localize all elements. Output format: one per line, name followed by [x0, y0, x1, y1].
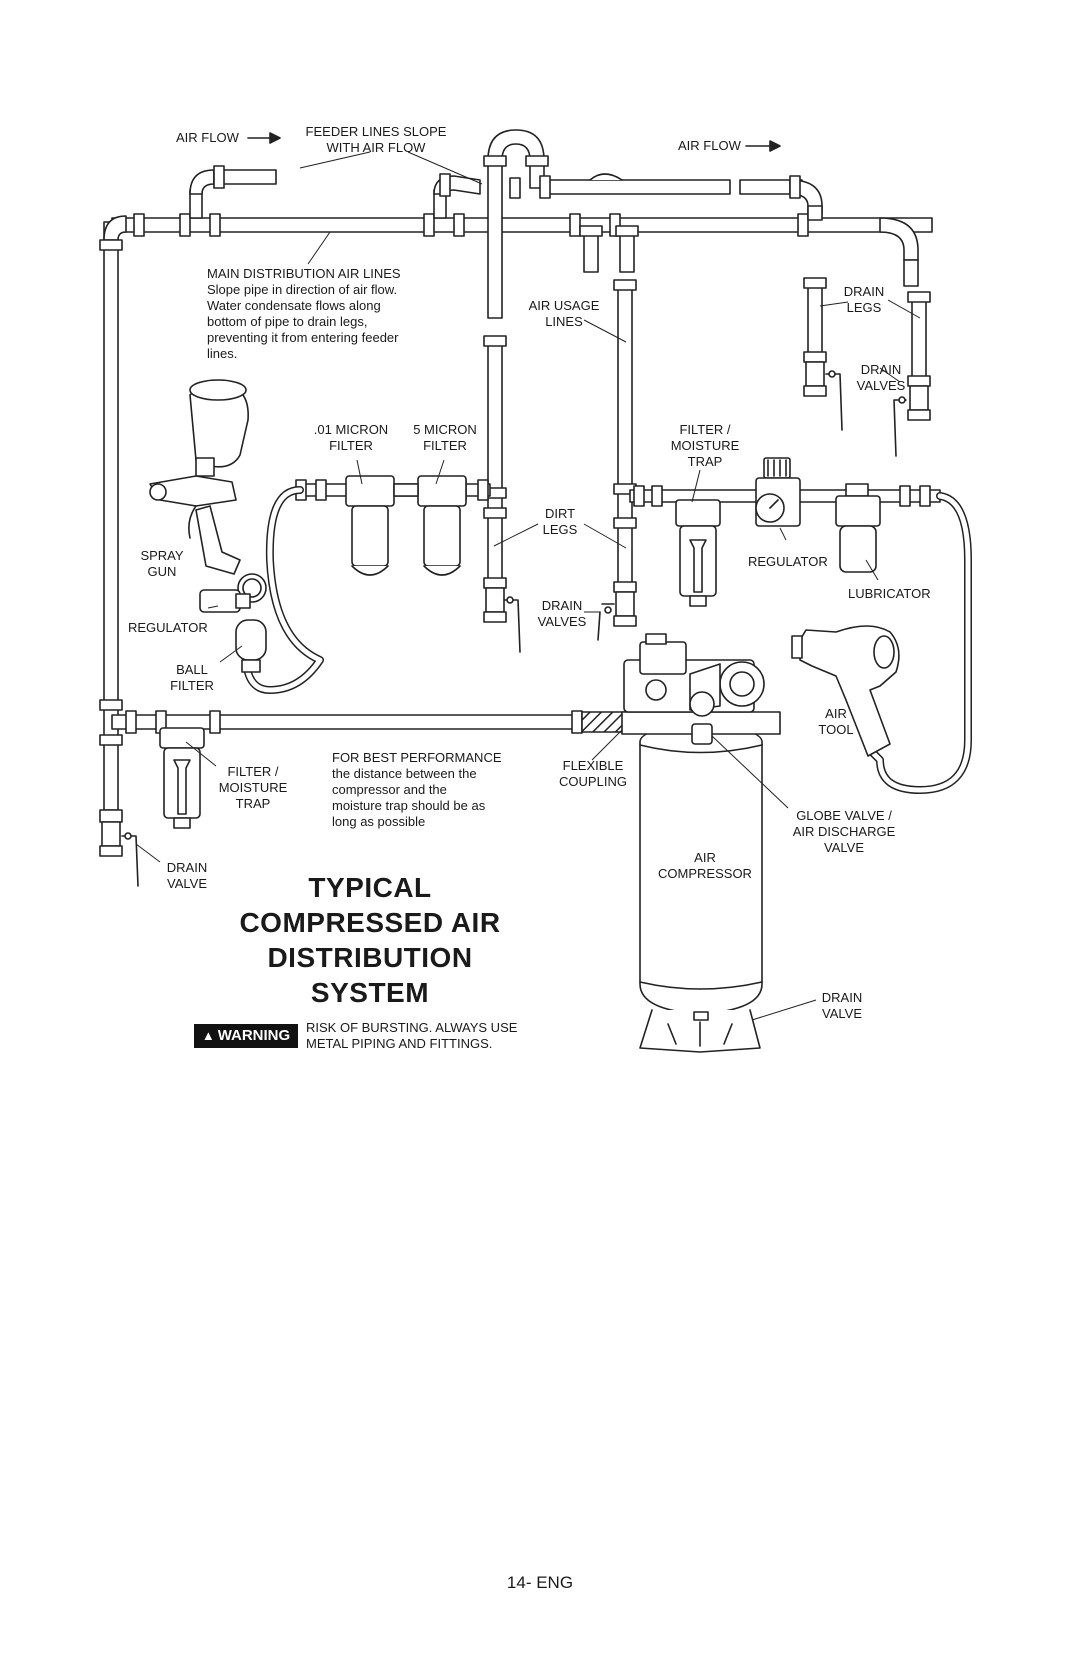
label-regulator-left: REGULATOR	[128, 620, 208, 635]
label-drain-valves-upper-right: DRAIN VALVES	[856, 362, 906, 393]
page-number: 14- ENG	[506, 1573, 574, 1592]
label-drain-legs: DRAIN LEGS	[843, 284, 885, 315]
diagram-title: TYPICAL COMPRESSED AIR DISTRIBUTION SYST…	[200, 870, 540, 1010]
label-air-compressor: AIR COMPRESSOR	[658, 850, 752, 881]
warning-badge-label: WARNING	[217, 1027, 291, 1044]
spray-regulator	[200, 574, 266, 672]
air-usage-lines	[484, 226, 638, 652]
air-flow-arrows	[248, 133, 780, 151]
label-spray-gun: SPRAY GUN	[140, 548, 184, 579]
label-air-tool: AIR TOOL	[818, 706, 854, 737]
label-drain-valve-tank: DRAIN VALVE	[821, 990, 863, 1021]
label-main-distribution: MAIN DISTRIBUTION AIR LINES Slope pipe i…	[207, 266, 401, 361]
label-feeder-lines: FEEDER LINES SLOPE WITH AIR FLOW	[305, 124, 447, 155]
warning-triangle-icon: ▲	[201, 1028, 215, 1043]
label-air-flow-right: AIR FLOW	[678, 138, 741, 153]
feeder-lines	[190, 130, 822, 318]
label-air-flow-left: AIR FLOW	[176, 130, 239, 145]
label-globe-valve: GLOBE VALVE / AIR DISCHARGE VALVE	[792, 808, 896, 855]
left-moisture-trap	[122, 728, 204, 886]
label-ball-filter: BALL FILTER	[170, 662, 214, 693]
label-filter-moisture-trap-right: FILTER / MOISTURE TRAP	[670, 422, 740, 469]
leader-lines	[136, 152, 920, 1020]
label-air-usage-lines: AIR USAGE LINES	[528, 298, 600, 329]
right-branch	[630, 458, 940, 606]
label-01-micron-filter: .01 MICRON FILTER	[313, 422, 389, 453]
title-line-1: TYPICAL	[308, 872, 432, 903]
label-dirt-legs: DIRT LEGS	[542, 506, 578, 537]
drain-legs	[804, 278, 930, 456]
micron-filters	[296, 476, 490, 575]
spray-gun	[150, 380, 248, 574]
label-5-micron-filter: 5 MICRON FILTER	[413, 422, 477, 453]
label-drain-valve-left: DRAIN VALVE	[166, 860, 208, 891]
label-filter-moisture-trap-left: FILTER / MOISTURE TRAP	[218, 764, 288, 811]
air-tool	[792, 626, 899, 756]
air-compressor	[622, 634, 780, 1052]
title-line-3: DISTRIBUTION	[267, 942, 473, 973]
label-best-performance: FOR BEST PERFORMANCE the distance betwee…	[332, 750, 502, 829]
title-line-4: SYSTEM	[310, 977, 430, 1008]
warning-text: RISK OF BURSTING. ALWAYS USE METAL PIPIN…	[306, 1020, 518, 1051]
label-flexible-coupling: FLEXIBLE COUPLING	[559, 758, 627, 789]
label-drain-valves-center: DRAIN VALVES	[537, 598, 587, 629]
main-distribution-pipe	[100, 214, 932, 856]
warning-badge: ▲WARNING	[194, 1024, 298, 1048]
title-line-2: COMPRESSED AIR	[239, 907, 501, 938]
label-regulator-right: REGULATOR	[748, 554, 828, 569]
label-lubricator: LUBRICATOR	[848, 586, 931, 601]
